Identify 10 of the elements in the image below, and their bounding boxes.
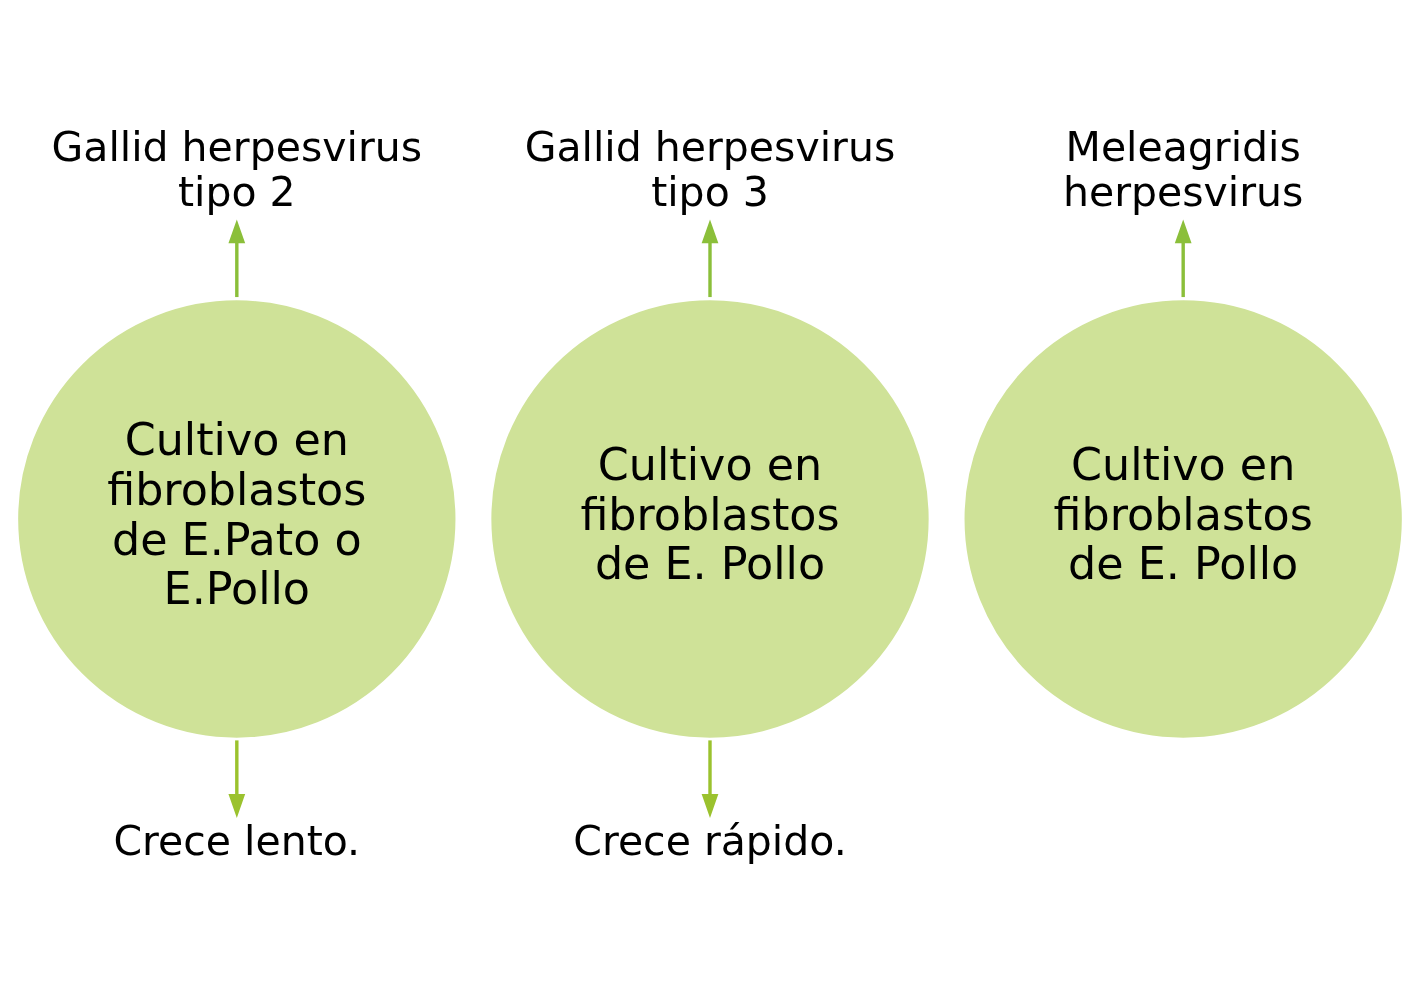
arrow: [701, 218, 719, 297]
arrow: [1174, 218, 1192, 297]
node-text: Gallid herpesvirus tipo 3: [524, 122, 896, 216]
node-text: Meleagridis herpesvirus: [1062, 122, 1304, 216]
arrow: [228, 739, 246, 818]
node-text: Crece lento.: [113, 816, 361, 865]
arrow: [701, 739, 719, 818]
arrow: [228, 218, 246, 297]
node-text: Crece rápido.: [573, 816, 847, 865]
node-text: Gallid herpesvirus tipo 2: [51, 122, 423, 216]
